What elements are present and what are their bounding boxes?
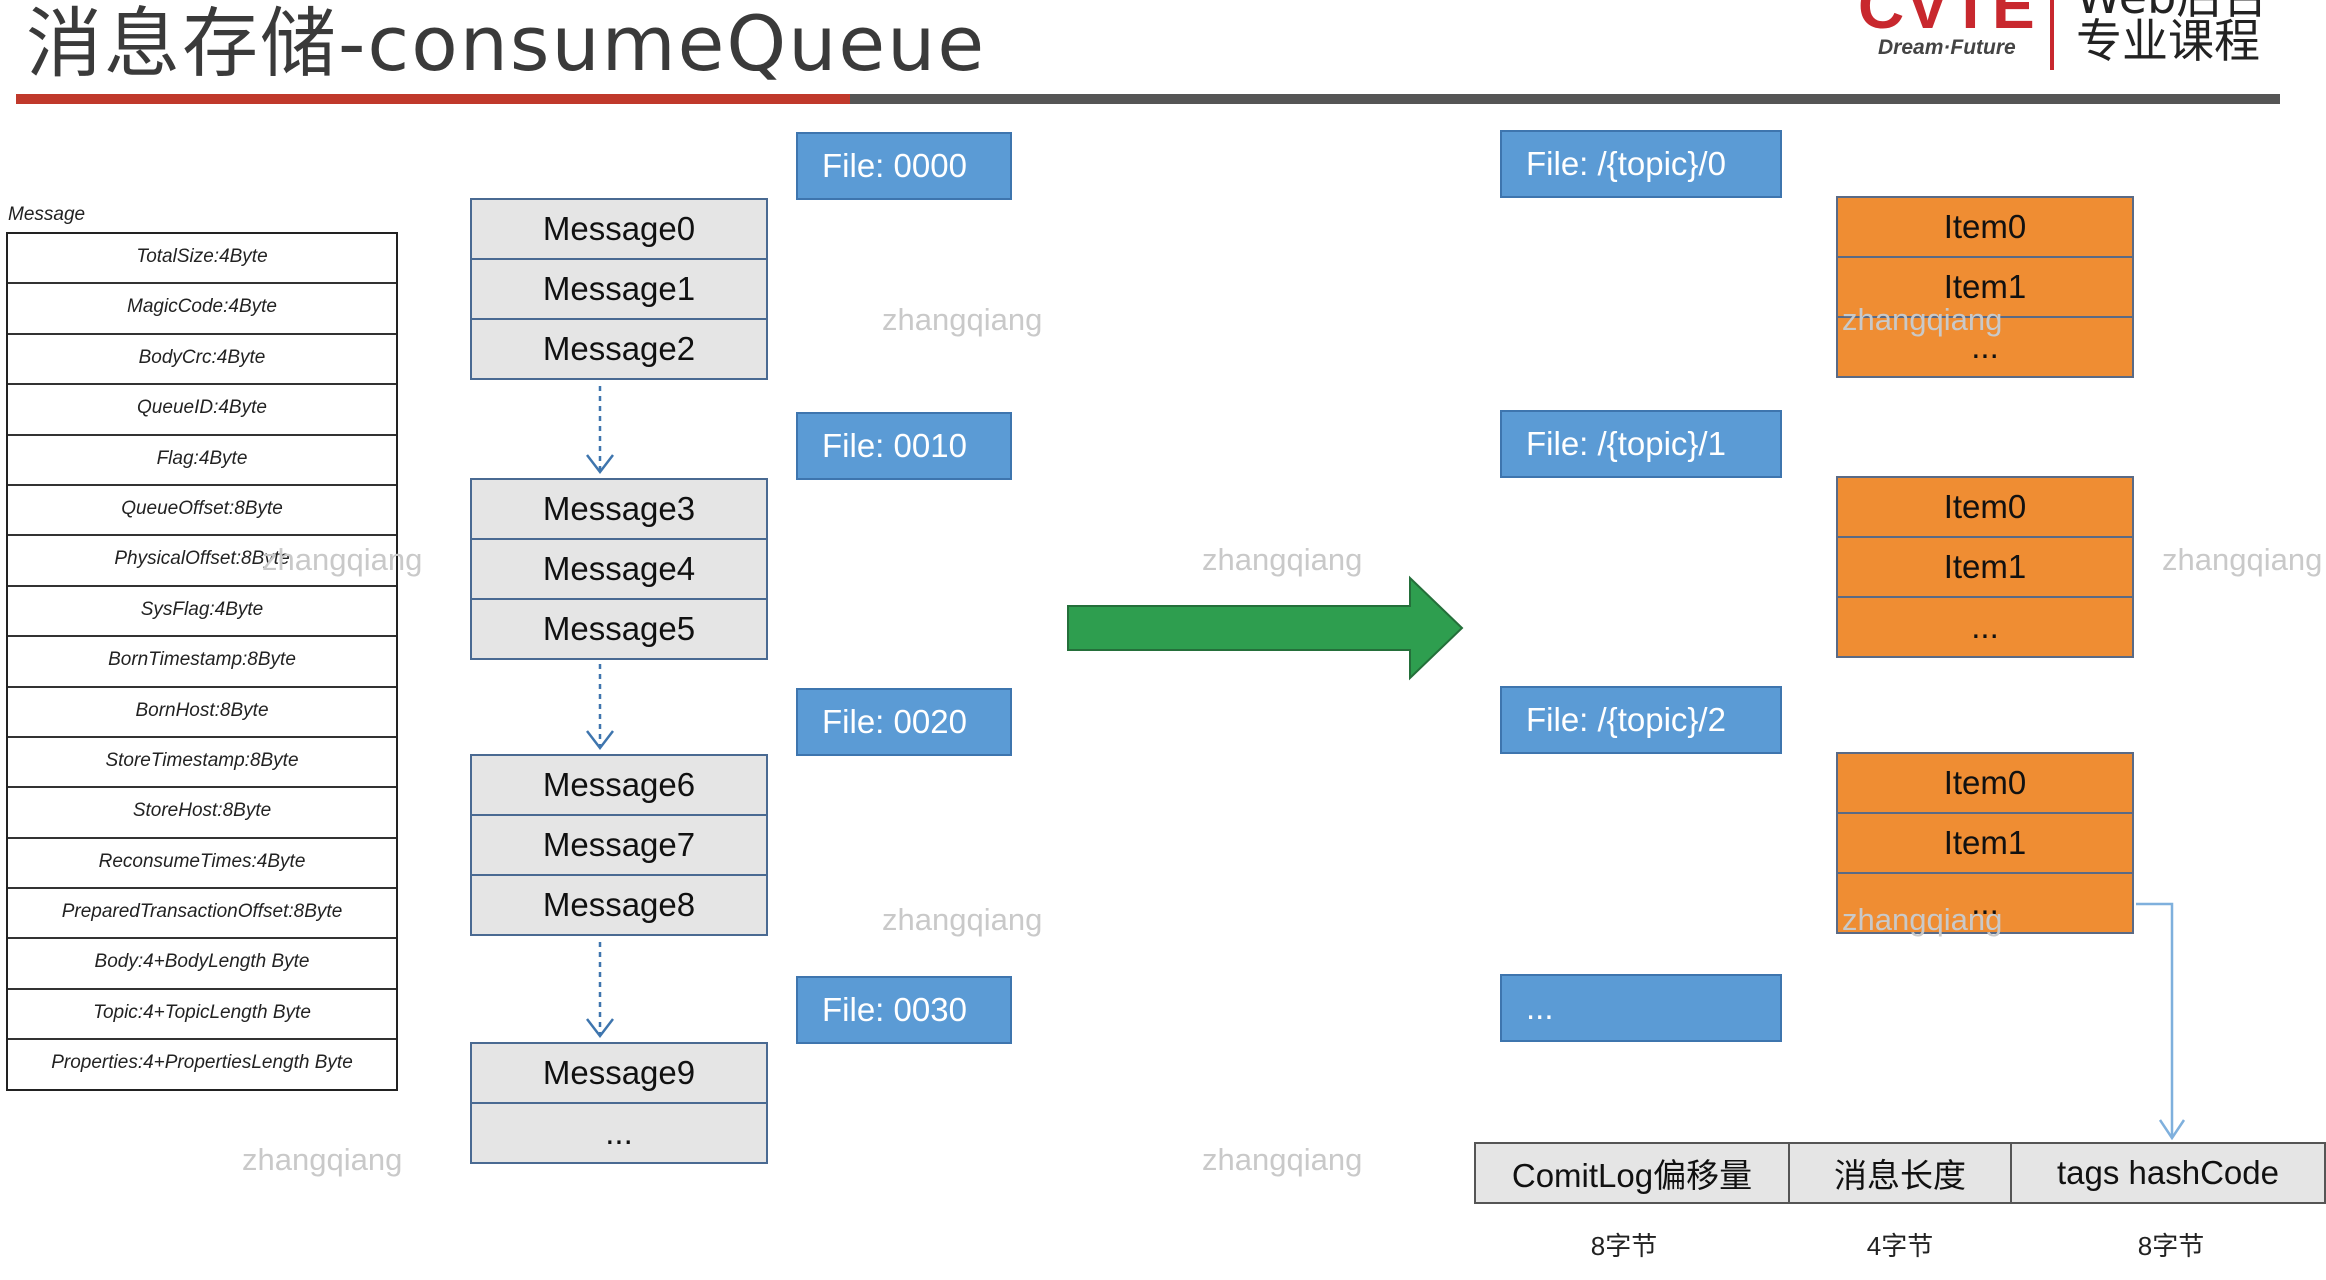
header-underline-gray <box>850 94 2280 104</box>
consumequeue-item: Item0 <box>1836 196 2134 258</box>
entry-field-tags-hashcode: tags hashCode <box>2010 1142 2326 1204</box>
consumequeue-item: Item0 <box>1836 476 2134 538</box>
message-field: StoreHost:8Byte <box>8 788 396 839</box>
consumequeue-item: ... <box>1836 316 2134 378</box>
consumequeue-file-label: File: /{topic}/1 <box>1500 410 1782 478</box>
message-field: BornTimestamp:8Byte <box>8 637 396 688</box>
entry-size-label: 8字节 <box>2137 1231 2205 1261</box>
message-table-label: Message <box>8 204 86 225</box>
watermark: zhangqiang <box>882 302 1043 337</box>
message-field: TotalSize:4Byte <box>8 234 396 285</box>
watermark: zhangqiang <box>242 1142 403 1177</box>
entry-field-commitlog-offset: ComitLog偏移量 <box>1474 1142 1790 1204</box>
consumequeue-item: Item0 <box>1836 752 2134 814</box>
watermark: zhangqiang <box>1842 902 2003 937</box>
brand-divider <box>2050 0 2054 70</box>
watermark: zhangqiang <box>2162 542 2323 577</box>
message-field: BodyCrc:4Byte <box>8 335 396 386</box>
header-underline-red <box>16 94 850 104</box>
message-field: ReconsumeTimes:4Byte <box>8 839 396 890</box>
watermark: zhangqiang <box>1202 542 1363 577</box>
message-field: QueueOffset:8Byte <box>8 486 396 537</box>
consumequeue-file-label: File: /{topic}/2 <box>1500 686 1782 754</box>
message-field: Topic:4+TopicLength Byte <box>8 990 396 1041</box>
message-structure-table: TotalSize:4Byte MagicCode:4Byte BodyCrc:… <box>6 232 398 1091</box>
consumequeue-item: Item1 <box>1836 812 2134 874</box>
course-title-line2: 专业课程 <box>2076 14 2260 68</box>
dotted-down-arrow <box>586 664 614 751</box>
item-detail-connector <box>2136 902 2186 1141</box>
consumequeue-item: ... <box>1836 596 2134 658</box>
message-field: SysFlag:4Byte <box>8 587 396 638</box>
entry-field-message-length: 消息长度 <box>1788 1142 2012 1204</box>
consumequeue-item: ... <box>1836 872 2134 934</box>
watermark: zhangqiang <box>882 902 1043 937</box>
commitlog-file-label: File: 0000 <box>796 132 1012 200</box>
commitlog-message: Message5 <box>470 598 768 660</box>
consumequeue-file-label: ... <box>1500 974 1782 1042</box>
commitlog-message: Message7 <box>470 814 768 876</box>
message-field: StoreTimestamp:8Byte <box>8 738 396 789</box>
consumequeue-item: Item1 <box>1836 256 2134 318</box>
brand-tagline: Dream·Future <box>1878 36 2016 59</box>
transform-arrow-icon <box>1067 575 1464 681</box>
message-field: QueueID:4Byte <box>8 385 396 436</box>
dotted-down-arrow <box>586 942 614 1039</box>
brand-logo: CVTE <box>1858 0 2037 42</box>
message-field: Properties:4+PropertiesLength Byte <box>51 1052 353 1074</box>
entry-size-label: 4字节 <box>1866 1231 1934 1261</box>
message-field: BornHost:8Byte <box>8 688 396 738</box>
watermark: zhangqiang <box>262 542 423 577</box>
consumequeue-file-label: File: /{topic}/0 <box>1500 130 1782 198</box>
message-field: Body:4+BodyLength Byte <box>8 939 396 990</box>
message-field: Flag:4Byte <box>8 436 396 486</box>
commitlog-message: ... <box>470 1102 768 1164</box>
dotted-down-arrow <box>586 386 614 475</box>
entry-size-label: 8字节 <box>1590 1231 1658 1261</box>
commitlog-message: Message2 <box>470 318 768 380</box>
watermark: zhangqiang <box>1202 1142 1363 1177</box>
watermark: zhangqiang <box>1842 302 2003 337</box>
message-field: PhysicalOffset:8Byte <box>8 536 396 587</box>
commitlog-message: Message8 <box>470 874 768 936</box>
commitlog-message: Message9 <box>470 1042 768 1104</box>
commitlog-file-label: File: 0010 <box>796 412 1012 480</box>
commitlog-file-label: File: 0030 <box>796 976 1012 1044</box>
message-field: PreparedTransactionOffset:8Byte <box>8 889 396 940</box>
consumequeue-item: Item1 <box>1836 536 2134 598</box>
commitlog-file-label: File: 0020 <box>796 688 1012 756</box>
message-field: MagicCode:4Byte <box>8 284 396 335</box>
commitlog-message: Message3 <box>470 478 768 540</box>
page-title: 消息存储-consumeQueue <box>26 0 987 88</box>
course-title-line1: Web后台 <box>2076 0 2268 23</box>
